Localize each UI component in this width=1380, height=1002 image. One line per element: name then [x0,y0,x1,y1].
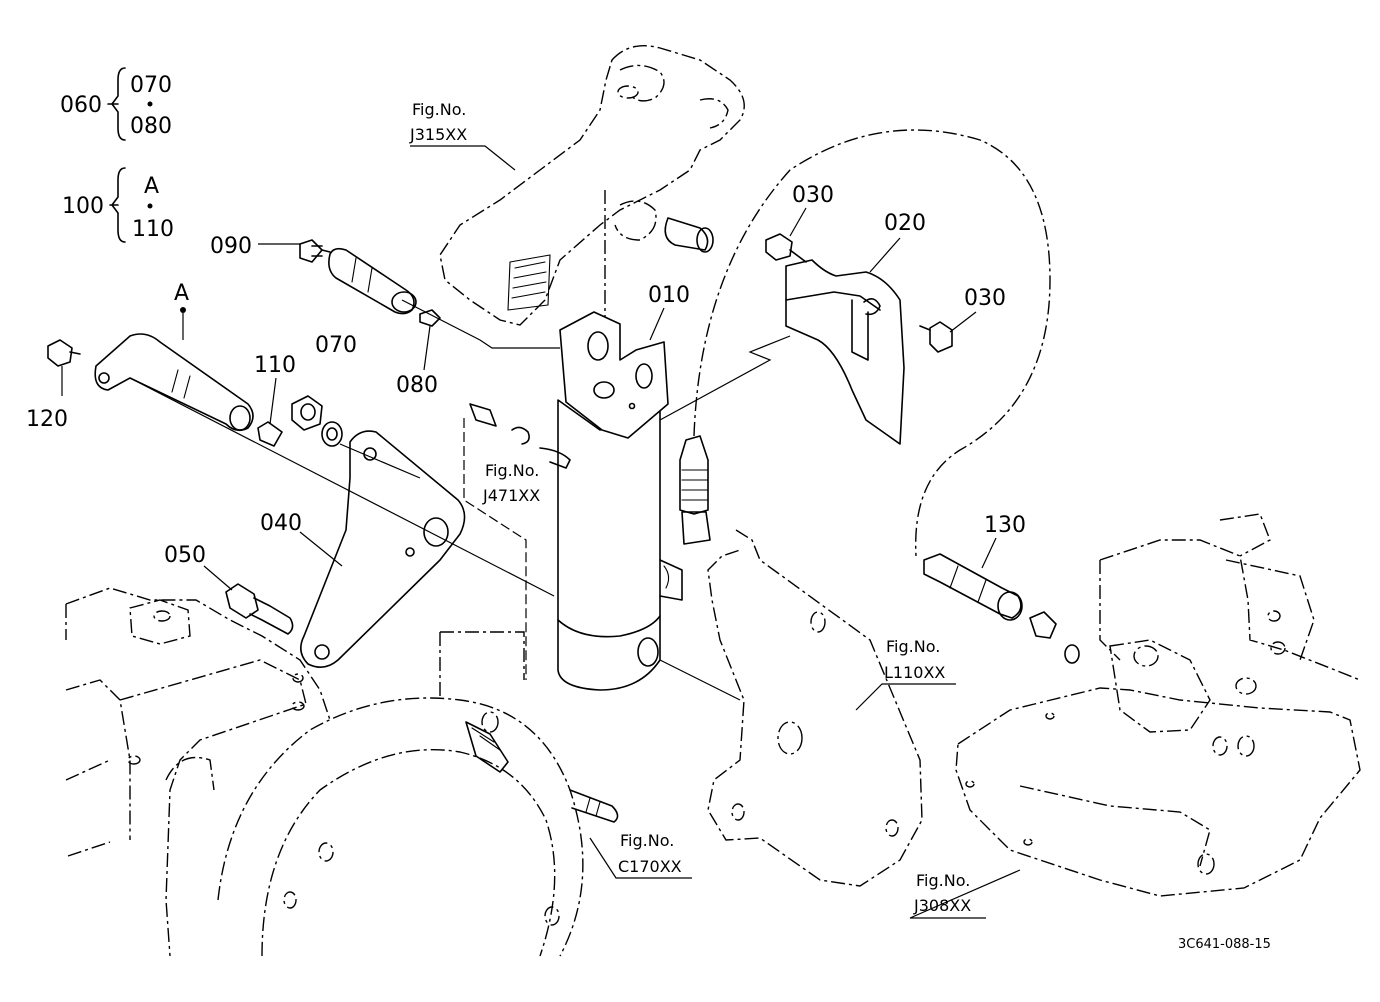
legend-060: 060 [60,93,102,118]
fig-prefix-j308: Fig.No. [916,871,970,890]
legend-070: 070 [130,73,172,98]
transmission-case-phantom [65,587,331,957]
label-120: 120 [26,407,68,432]
fig-code-j315: J315XX [409,125,467,144]
coupler-130: 130 [923,513,1080,664]
pin-a-assembly: A 120 110 [26,281,343,447]
fig-code-l110: L110XX [884,663,945,682]
bolts-030: 030 030 [765,183,1006,353]
assembly-leaders [129,377,741,701]
fig-prefix-l110: Fig.No. [886,637,940,656]
cover-020: 020 [785,211,926,445]
hose-fitting [679,435,711,545]
ref-a-dot [180,307,186,313]
cylinder-010: 010 [557,283,690,691]
lift-arm-phantom [439,45,745,330]
fig-prefix-c170: Fig.No. [620,831,674,850]
fitting-050: 050 [164,543,294,635]
fig-ref-j471: Fig.No. J471XX [463,403,571,680]
fig-prefix-j315: Fig.No. [412,100,466,119]
fig-prefix-j471: Fig.No. [485,461,539,480]
side-bracket-phantom: Fig.No. L110XX [707,529,956,887]
fig-code-j471: J471XX [482,486,540,505]
fig-ref-j315: Fig.No. J315XX [409,100,516,171]
legend-dot-2 [147,203,153,209]
label-130: 130 [984,513,1026,538]
legend-100: 100 [62,194,104,219]
fig-code-c170: C170XX [618,857,682,876]
legend-group: 060 070 080 100 A 110 [60,67,174,243]
label-080: 080 [396,373,438,398]
label-010: 010 [648,283,690,308]
pin-070-assembly: 090 070 080 [210,234,560,398]
legend-080: 080 [130,114,172,139]
label-ref-a: A [174,281,189,306]
fig-code-j308: J308XX [913,896,971,915]
ring-housing-phantom: Fig.No. C170XX [217,631,692,957]
label-050: 050 [164,543,206,568]
label-040: 040 [260,511,302,536]
legend-dot [147,101,153,107]
bracket-040: 040 [260,430,466,668]
valve-housing-phantom: Fig.No. J308XX [909,513,1361,919]
label-020: 020 [884,211,926,236]
label-030-top: 030 [792,183,834,208]
label-070: 070 [315,333,357,358]
legend-ref-a: A [144,174,159,199]
drawing-code: 3C641-088-15 [1178,937,1271,952]
legend-110: 110 [132,217,174,242]
label-030-right: 030 [964,286,1006,311]
label-090: 090 [210,234,252,259]
label-110: 110 [254,353,296,378]
hose-route [693,129,1051,557]
cover-leader [659,335,791,421]
